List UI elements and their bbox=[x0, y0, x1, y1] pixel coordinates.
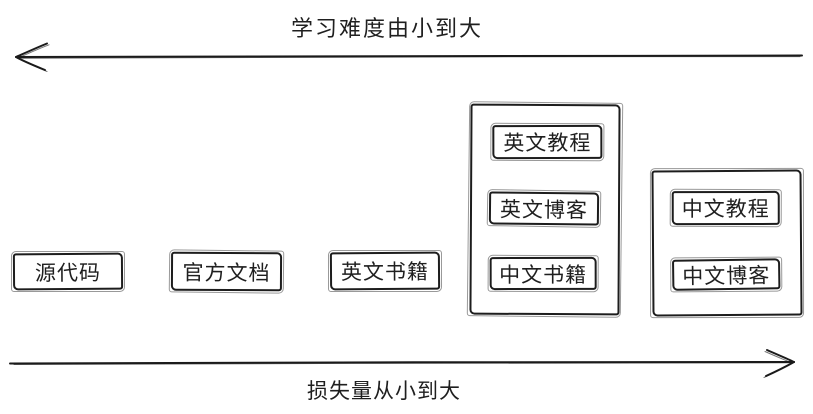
box-chinese-books-label: 中文书籍 bbox=[499, 263, 588, 287]
box-official-docs: 官方文档 bbox=[170, 251, 283, 292]
box-english-blogs-label: 英文博客 bbox=[499, 198, 589, 222]
box-chinese-blogs-label: 中文博客 bbox=[682, 263, 771, 289]
box-english-books: 英文书籍 bbox=[329, 251, 441, 291]
box-chinese-tutorials-label: 中文教程 bbox=[681, 197, 770, 222]
group-english-resources: 英文教程 英文博客 中文书籍 bbox=[469, 103, 621, 316]
box-english-tutorials-label: 英文教程 bbox=[503, 131, 592, 156]
right-arrow-icon bbox=[9, 349, 795, 378]
bottom-axis-label: 损失量从小到大 bbox=[307, 380, 461, 403]
top-axis-label: 学习难度由小到大 bbox=[291, 16, 484, 41]
left-arrow-icon bbox=[15, 42, 803, 72]
box-official-docs-label: 官方文档 bbox=[182, 261, 271, 285]
box-english-tutorials: 英文教程 bbox=[492, 124, 603, 160]
box-source-code: 源代码 bbox=[12, 252, 124, 291]
box-chinese-books: 中文书籍 bbox=[489, 256, 597, 291]
box-english-books-label: 英文书籍 bbox=[340, 260, 430, 285]
box-source-code-label: 源代码 bbox=[34, 261, 102, 285]
box-chinese-blogs: 中文博客 bbox=[672, 258, 781, 291]
box-chinese-tutorials: 中文教程 bbox=[671, 190, 780, 226]
box-english-blogs: 英文博客 bbox=[488, 191, 600, 226]
group-chinese-resources: 中文教程 中文博客 bbox=[651, 169, 803, 317]
